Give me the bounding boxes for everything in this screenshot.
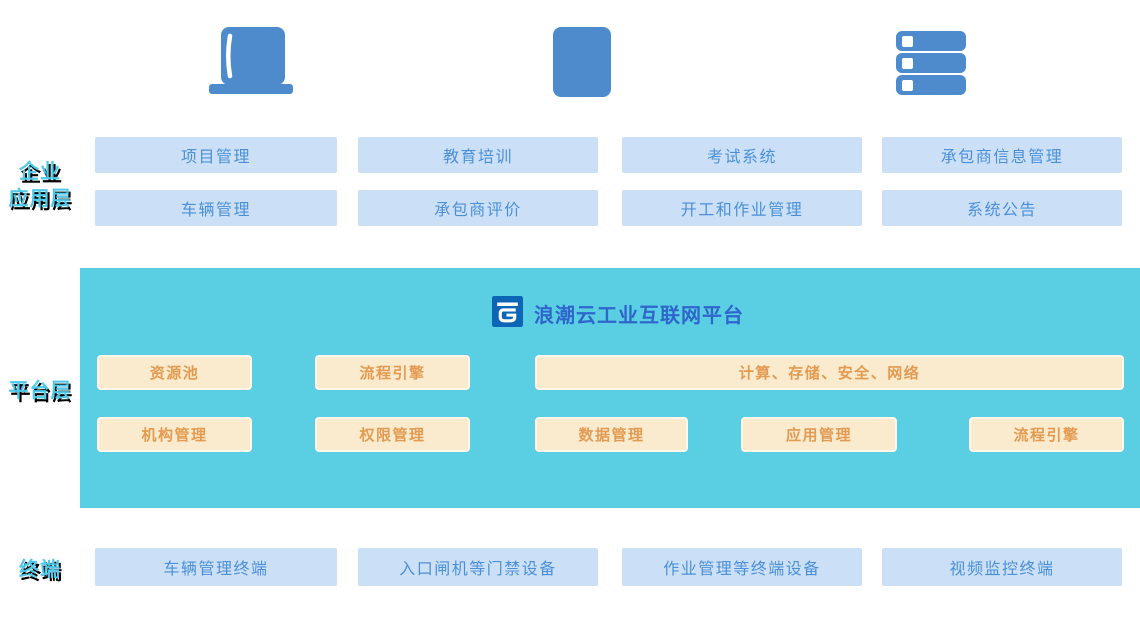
terminal-box-video-monitor: 视频监控终端 [882,548,1122,586]
app-box-project-mgmt: 项目管理 [95,137,337,173]
laptop-icon [209,27,293,98]
app-box-system-notice: 系统公告 [882,190,1122,226]
platform-box-data-mgmt: 数据管理 [535,417,688,452]
app-box-work-operation-mgmt: 开工和作业管理 [622,190,862,226]
layer-label-line1: 企业 [19,159,61,183]
app-box-contractor-info: 承包商信息管理 [882,137,1122,173]
app-box-education: 教育培训 [358,137,598,173]
app-box-vehicle-mgmt: 车辆管理 [95,190,337,226]
platform-box-org-mgmt: 机构管理 [97,417,252,452]
platform-title: 浪潮云工业互联网平台 [534,303,744,327]
layer-label-enterprise-app: 企业 应用层 [2,158,78,212]
inspur-cloud-logo-icon [492,296,523,327]
platform-box-process-engine-2: 流程引擎 [969,417,1124,452]
terminal-box-operation-terminal: 作业管理等终端设备 [622,548,862,586]
platform-box-permission-mgmt: 权限管理 [315,417,470,452]
terminal-box-entrance-gate: 入口闸机等门禁设备 [358,548,598,586]
tablet-icon [553,27,611,101]
platform-box-app-mgmt: 应用管理 [741,417,897,452]
layer-label-terminal: 终端 [19,557,61,581]
app-box-contractor-eval: 承包商评价 [358,190,598,226]
platform-box-compute-storage-security-network: 计算、存储、安全、网络 [535,355,1124,390]
platform-box-resource-pool: 资源池 [97,355,252,390]
server-icon [896,31,966,99]
terminal-box-vehicle-terminal: 车辆管理终端 [95,548,337,586]
layer-label-platform: 平台层 [8,378,72,402]
layer-label-line2: 应用层 [8,186,72,210]
platform-box-process-engine: 流程引擎 [315,355,470,390]
app-box-exam-system: 考试系统 [622,137,862,173]
